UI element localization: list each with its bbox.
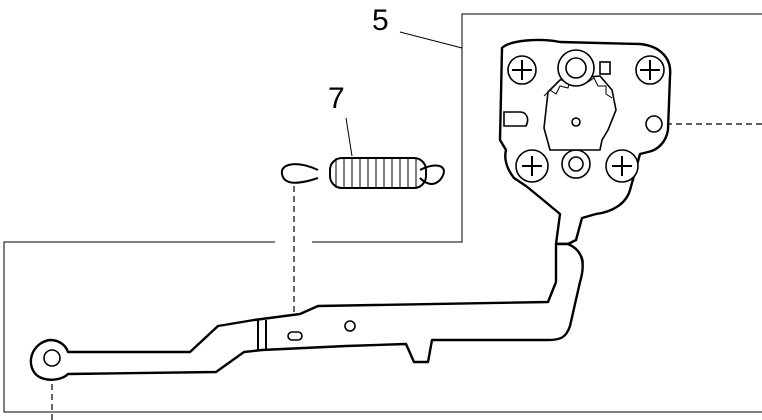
lever-arm — [29, 242, 584, 381]
screw-bottom-right — [605, 149, 639, 183]
callout-5: 5 — [372, 4, 389, 37]
spring — [280, 117, 445, 189]
callout-7: 7 — [328, 82, 345, 115]
screw-bottom-left — [515, 149, 549, 183]
screw-top-right — [635, 55, 665, 85]
dashed-leaders — [51, 123, 762, 420]
frame-lines — [3, 13, 762, 413]
screw-top-left — [507, 55, 537, 85]
bracket-plate — [498, 38, 672, 274]
